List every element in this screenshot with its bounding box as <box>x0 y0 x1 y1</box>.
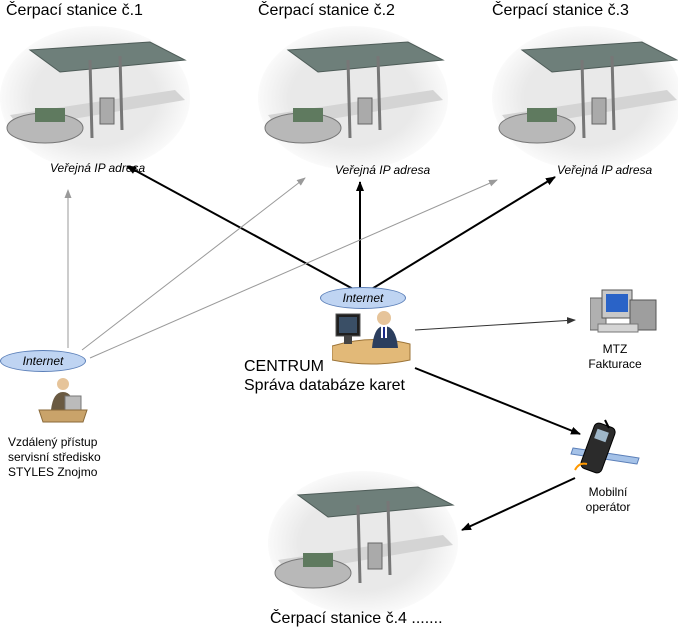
station-1 <box>0 20 190 170</box>
station-3 <box>492 20 678 170</box>
mobile-phone-icon <box>570 419 640 474</box>
remote-line-1: Vzdálený přístup <box>8 435 98 449</box>
arrow-remote-to-station-3 <box>89 179 498 359</box>
remote-line-2: servisní středisko <box>8 450 101 464</box>
station-3-title: Čerpací stanice č.3 <box>492 2 629 19</box>
station-4-title: Čerpací stanice č.4 ....... <box>270 610 443 627</box>
station-2 <box>258 20 448 170</box>
remote-internet-badge: Internet <box>0 350 86 372</box>
mobile-line-2: operátor <box>585 500 631 514</box>
remote-operator-icon <box>38 378 88 423</box>
arrow-centrum-to-mtz <box>414 317 576 331</box>
station-1-image <box>0 26 190 170</box>
arrow-centrum-to-mobile <box>414 367 581 435</box>
mtz-line-1: MTZ <box>602 342 628 356</box>
station-3-ip-label: Veřejná IP adresa <box>557 163 653 177</box>
arrow-remote-to-station-2 <box>81 177 306 351</box>
centrum-label: CENTRUM Správa databáze karet <box>244 357 405 395</box>
remote-label: Vzdálený přístup servisní středisko STYL… <box>8 435 101 480</box>
mobile-line-1: Mobilní <box>588 485 628 499</box>
station-2-ip-label: Veřejná IP adresa <box>335 163 431 177</box>
mtz-computer-icon <box>590 289 657 333</box>
station-4-image <box>268 471 458 615</box>
centrum-title: CENTRUM <box>244 358 324 375</box>
computer-operator-icon <box>332 311 411 365</box>
station-2-image <box>258 26 448 170</box>
station-2-title: Čerpací stanice č.2 <box>258 2 395 19</box>
station-4 <box>268 465 458 615</box>
arrow-centrum-to-station-3 <box>369 176 556 291</box>
centrum-internet-badge: Internet <box>320 287 406 309</box>
remote-line-3: STYLES Znojmo <box>8 465 98 479</box>
station-1-title: Čerpací stanice č.1 <box>6 2 143 19</box>
arrow-centrum-to-station-1 <box>126 165 356 291</box>
arrow-mobile-to-station-4 <box>461 477 576 531</box>
station-1-ip-label: Veřejná IP adresa <box>50 161 146 175</box>
mtz-label: MTZ Fakturace <box>580 342 650 372</box>
station-3-image <box>492 26 678 170</box>
mtz-line-2: Fakturace <box>588 357 642 371</box>
mobile-label: Mobilní operátor <box>573 485 643 515</box>
centrum-subtitle: Správa databáze karet <box>244 377 405 394</box>
